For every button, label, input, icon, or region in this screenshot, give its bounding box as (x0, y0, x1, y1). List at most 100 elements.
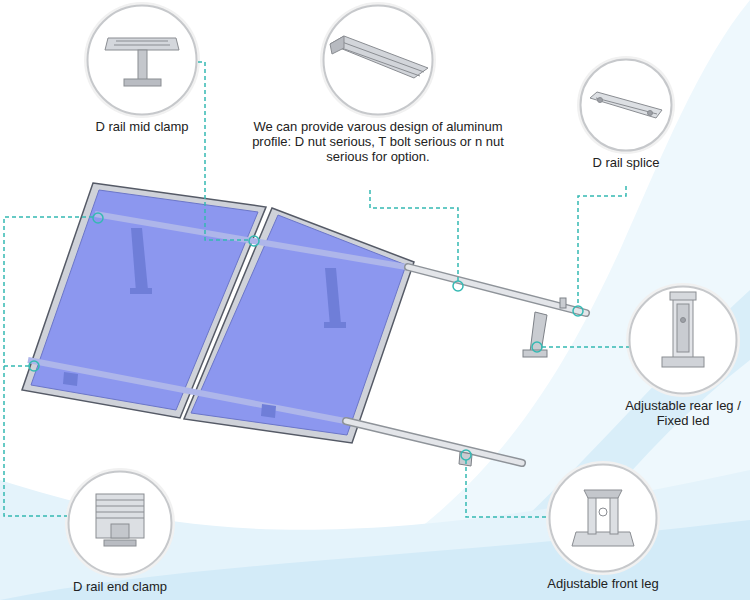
callout-label: Adjustable front leg (528, 576, 678, 591)
end-clamp-icon (96, 494, 144, 546)
leg-outer (673, 298, 693, 358)
leader-line (4, 217, 93, 516)
disc-shadow (65, 468, 175, 578)
leg-hole (681, 318, 686, 323)
splice-bar (590, 92, 662, 118)
leader-marker (249, 236, 259, 246)
disc (68, 471, 172, 575)
circle-outline (628, 285, 738, 395)
clamp-block (96, 494, 144, 538)
t-nut (104, 540, 136, 546)
profile-groove (336, 46, 420, 76)
callout-label: D rail end clamp (50, 579, 190, 594)
clamp-plate (105, 38, 179, 50)
leader-lines (4, 62, 630, 517)
disc (87, 5, 197, 115)
front-leg (63, 372, 78, 386)
circle-border (69, 472, 172, 575)
circle-outline (86, 4, 198, 116)
disc-shadow (546, 461, 660, 575)
front-leg-icon (572, 490, 634, 546)
leg-base (572, 532, 634, 546)
circle-border (630, 287, 737, 394)
profile-end (330, 36, 344, 54)
leader-line (4, 365, 29, 367)
splice-hole (598, 98, 603, 103)
leg-base (662, 357, 704, 367)
rear-leg-icon (662, 292, 704, 367)
rail-tube (346, 421, 522, 463)
leg-upright (610, 494, 618, 534)
ridge (96, 512, 144, 513)
front-leg (261, 404, 276, 418)
leader-line (578, 186, 626, 306)
rail-on-panel (28, 360, 350, 422)
circle-outline (579, 58, 673, 152)
bolt-head (111, 524, 129, 538)
disc (629, 286, 737, 394)
callout-label: D rail mid clamp (72, 119, 212, 134)
disc-shadow (320, 2, 436, 118)
rail-stopper (560, 298, 566, 308)
callout-circle: Adjustable rear leg / Fixed led (615, 285, 750, 430)
circle-border (88, 6, 197, 115)
mid-clamp-icon (105, 38, 179, 86)
leader-marker (461, 450, 471, 460)
leg-bracket (670, 292, 696, 300)
ridge (96, 500, 144, 501)
profile-body (330, 36, 428, 78)
rail-tube (346, 421, 522, 463)
leg-base (130, 288, 152, 294)
circle-outline (67, 470, 173, 576)
profile-icon (330, 36, 428, 78)
disc (323, 5, 433, 115)
callout-circle: Adjustable front leg (528, 463, 678, 593)
callout-circle: D rail end clamp (50, 470, 190, 596)
splice-hole (648, 111, 653, 116)
leader-marker (29, 361, 39, 371)
ridge (116, 41, 168, 42)
callout-label: Adjustable rear leg / Fixed led (615, 398, 750, 428)
disc-shadow (577, 56, 675, 154)
bolt (138, 50, 147, 80)
circle-border (581, 60, 672, 151)
disc (549, 464, 657, 572)
circle-border (324, 6, 433, 115)
leg-inner (677, 304, 689, 352)
ridge (96, 518, 144, 519)
callout-label: D rail splice (566, 155, 686, 170)
rail-tube (408, 267, 586, 313)
ridge (114, 45, 170, 46)
callout-circle: D rail splice (566, 58, 686, 172)
t-head (124, 79, 161, 86)
leader-line (370, 190, 458, 281)
panel-frame (184, 208, 414, 443)
rear-leg (325, 268, 341, 326)
disc-shadow (626, 283, 740, 397)
rail-tube (408, 267, 586, 313)
leader-marker (532, 342, 542, 352)
splice-icon (590, 92, 662, 118)
ridge (96, 506, 144, 507)
solar-array (22, 183, 586, 466)
leg-base (324, 322, 346, 328)
disc (580, 59, 672, 151)
callout-label: We can provide varous design of aluminum… (242, 119, 514, 164)
leader-line (466, 460, 549, 517)
callout-circle: We can provide varous design of aluminum… (242, 4, 514, 166)
rear-leg (530, 312, 547, 352)
leg-upright (588, 494, 596, 534)
leg-bolt (599, 508, 607, 516)
callout-circle: D rail mid clamp (72, 4, 212, 136)
circle-outline (548, 463, 658, 573)
leader-marker (573, 306, 583, 316)
leader-marker (453, 281, 463, 291)
profile-groove (342, 42, 424, 72)
rear-leg (131, 228, 148, 292)
leader-line (542, 346, 630, 348)
leader-marker (93, 213, 103, 223)
